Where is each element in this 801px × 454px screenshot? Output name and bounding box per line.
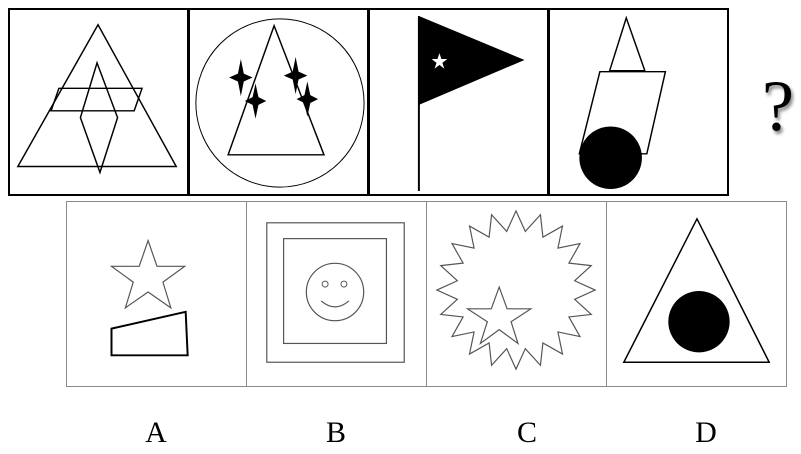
- burst-star-icon: [435, 209, 597, 371]
- triangle-kite-icon: [16, 23, 178, 175]
- question-panel-1: [8, 8, 189, 196]
- circle-triangle-sparkles-icon: [195, 18, 365, 188]
- option-label-b: B: [325, 416, 346, 449]
- flag-icon: [417, 15, 525, 191]
- question-panel-2: [188, 8, 369, 196]
- option-label-a: A: [145, 416, 167, 449]
- option-label-c: C: [516, 416, 537, 449]
- option-panel-c[interactable]: [426, 201, 607, 387]
- option-panel-d[interactable]: [606, 201, 787, 387]
- question-panel-3: [368, 8, 549, 196]
- star-trapezoid-icon: [109, 238, 189, 357]
- option-label-d: D: [695, 416, 717, 449]
- triangle-parallelogram-circle-icon: [578, 15, 667, 190]
- question-mark: ?: [762, 66, 794, 146]
- question-panel-4: [548, 8, 729, 196]
- option-panel-a[interactable]: [66, 201, 247, 387]
- triangle-dot-icon: [622, 217, 771, 363]
- smiley-squares-icon: [266, 222, 405, 363]
- option-panel-b[interactable]: [246, 201, 427, 387]
